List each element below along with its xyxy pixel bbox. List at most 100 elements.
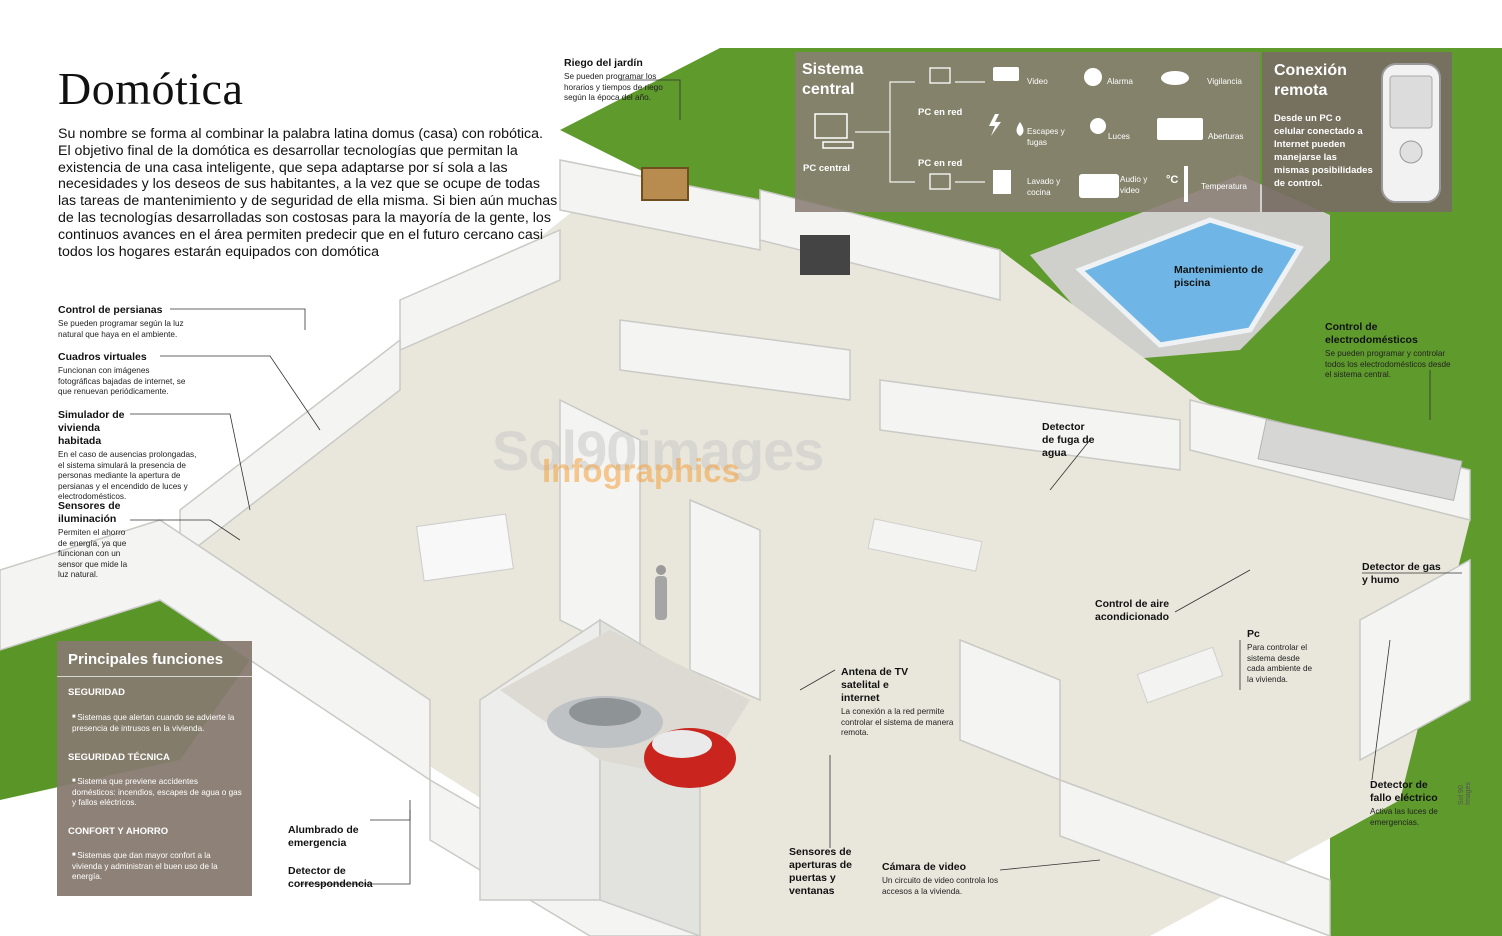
pc-red-top-label: PC en red — [918, 107, 963, 118]
aire-heading: Control de aire acondicionado — [1095, 598, 1170, 623]
simulador-heading: Simulador de vivienda habitada — [58, 409, 125, 447]
bolt-icon — [989, 114, 1001, 136]
camara-callout: Cámara de video Un circuito de video con… — [882, 861, 1002, 897]
function-text-seguridad-tecnica: Sistema que previene accidentes doméstic… — [72, 776, 242, 809]
pc-central-icon — [814, 113, 854, 149]
fallo-callout: Detector de fallo eléctrico Activa las l… — [1370, 779, 1450, 828]
lavado-label: Lavado y cocina — [1027, 177, 1061, 197]
aberturas-label: Aberturas — [1208, 132, 1244, 141]
audio-label: Audio y video — [1120, 175, 1148, 195]
alarma-label: Alarma — [1107, 77, 1133, 86]
alumbrado-heading: Alumbrado de emergencia — [288, 824, 359, 849]
video-label: Video — [1027, 77, 1048, 86]
camara-text: Un circuito de video controla los acceso… — [882, 876, 999, 896]
aperturas-heading: Sensores de aperturas de puertas y venta… — [789, 846, 853, 897]
pc-red-top-icon — [929, 67, 951, 84]
gas-callout: Detector de gas y humo — [1362, 561, 1442, 587]
electro-heading: Control de electrodomésticos — [1325, 321, 1418, 346]
surveillance-eye-icon — [1161, 71, 1189, 85]
bed — [415, 513, 514, 582]
antena-text: La conexión a la red permite controlar e… — [841, 707, 954, 737]
thermometer-icon — [1184, 166, 1188, 202]
cuadros-text: Funcionan con imágenes fotográficas baja… — [58, 366, 186, 396]
audio-video-icon — [1079, 174, 1119, 198]
function-heading-seguridad: SEGURIDAD — [68, 687, 126, 698]
mobile-phone-icon — [1381, 63, 1441, 203]
light-bulb-icon — [1090, 118, 1106, 134]
simulador-text: En el caso de ausencias prolongadas, el … — [58, 450, 197, 501]
pc-red-bottom-label: PC en red — [918, 158, 963, 169]
tv-unit — [800, 235, 850, 275]
functions-divider — [57, 676, 252, 677]
video-camera-icon — [993, 67, 1019, 81]
temperatura-label: Temperatura — [1201, 182, 1247, 191]
cuadros-callout: Cuadros virtuales Funcionan con imágenes… — [58, 351, 188, 398]
watermark-bottom: Infographics — [542, 452, 741, 489]
persianas-heading: Control de persianas — [58, 304, 163, 316]
function-heading-confort: CONFORT Y AHORRO — [68, 826, 169, 837]
electro-callout: Control de electrodomésticos Se pueden p… — [1325, 321, 1455, 381]
escapes-label: Escapes y fugas — [1027, 127, 1065, 147]
camara-heading: Cámara de video — [882, 861, 967, 873]
persianas-callout: Control de persianas Se pueden programar… — [58, 304, 188, 340]
simulador-callout: Simulador de vivienda habitada En el cas… — [58, 409, 198, 503]
antena-callout: Antena de TV satelital e internet La con… — [841, 666, 961, 739]
electro-text: Se pueden programar y controlar todos lo… — [1325, 349, 1451, 379]
alarm-icon — [1084, 68, 1102, 86]
sensores-iluminacion-callout: Sensores de iluminación Permiten el ahor… — [58, 500, 136, 581]
page-title: Domótica — [58, 63, 244, 114]
pc-callout: Pc Para controlar el sistema desde cada … — [1247, 628, 1313, 685]
riego-heading: Riego del jardín — [564, 57, 643, 69]
leak-drop-icon — [1016, 122, 1024, 136]
sensores-iluminacion-text: Permiten el ahorro de energía, ya que fu… — [58, 528, 128, 579]
antena-heading: Antena de TV satelital e internet — [841, 666, 909, 704]
pc-central-label: PC central — [803, 163, 850, 174]
correspondencia-heading: Detector de correspondencia — [288, 865, 373, 890]
house-walls — [0, 159, 1471, 936]
central-system-diagram — [814, 67, 1203, 202]
intro-text: Su nombre se forma al combinar la palabr… — [58, 126, 558, 260]
cuadros-heading: Cuadros virtuales — [58, 351, 147, 363]
dining-table — [867, 518, 983, 572]
standing-person — [655, 565, 667, 620]
riego-text: Se pueden programar los horarios y tiemp… — [564, 72, 663, 102]
correspondencia-callout: Detector de correspondencia — [288, 865, 388, 891]
fallo-text: Activa las luces de emergencias. — [1370, 807, 1438, 827]
functions-title: Principales funciones — [68, 651, 224, 668]
silver-car — [547, 696, 663, 748]
fuga-callout: Detector de fuga de agua — [1042, 421, 1096, 460]
function-text-seguridad: Sistemas que alertan cuando se advierte … — [72, 712, 242, 734]
pc-red-bottom-icon — [929, 173, 951, 190]
watermark-top: Sol90images — [492, 419, 824, 482]
pc-text: Para controlar el sistema desde cada amb… — [1247, 643, 1313, 684]
central-system-title: Sistema central — [802, 61, 864, 98]
fuga-heading: Detector de fuga de agua — [1042, 421, 1095, 459]
sensores-iluminacion-heading: Sensores de iluminación — [58, 500, 121, 525]
aperturas-callout: Sensores de aperturas de puertas y venta… — [789, 846, 859, 898]
riego-callout: Riego del jardín Se pueden programar los… — [564, 57, 674, 104]
swimming-pool — [1075, 217, 1304, 348]
leader-lines — [130, 79, 1462, 885]
fallo-heading: Detector de fallo eléctrico — [1370, 779, 1438, 804]
image-credit: Sol 90 Images — [1458, 782, 1472, 805]
painting — [641, 167, 689, 201]
gas-heading: Detector de gas y humo — [1362, 561, 1441, 586]
pc-heading: Pc — [1247, 628, 1260, 640]
washer-icon — [993, 170, 1011, 194]
function-heading-seguridad-tecnica: SEGURIDAD TÉCNICA — [68, 752, 170, 763]
alumbrado-callout: Alumbrado de emergencia — [288, 824, 378, 850]
remote-connection-title: Conexión remota — [1274, 62, 1347, 99]
persianas-text: Se pueden programar según la luz natural… — [58, 319, 184, 339]
remote-connection-text: Desde un PC o celular conectado a Intern… — [1274, 113, 1373, 189]
piscina-heading: Mantenimiento de piscina — [1174, 264, 1264, 289]
window-icon — [1157, 118, 1203, 140]
luces-label: Luces — [1108, 132, 1130, 141]
sofa — [1136, 646, 1224, 704]
temperature-symbol: °C — [1166, 174, 1179, 186]
vigilancia-label: Vigilancia — [1207, 77, 1242, 86]
aire-callout: Control de aire acondicionado — [1095, 598, 1185, 624]
red-car — [644, 728, 736, 788]
piscina-callout: Mantenimiento de piscina — [1174, 264, 1264, 290]
kitchen-counter — [1257, 419, 1463, 501]
